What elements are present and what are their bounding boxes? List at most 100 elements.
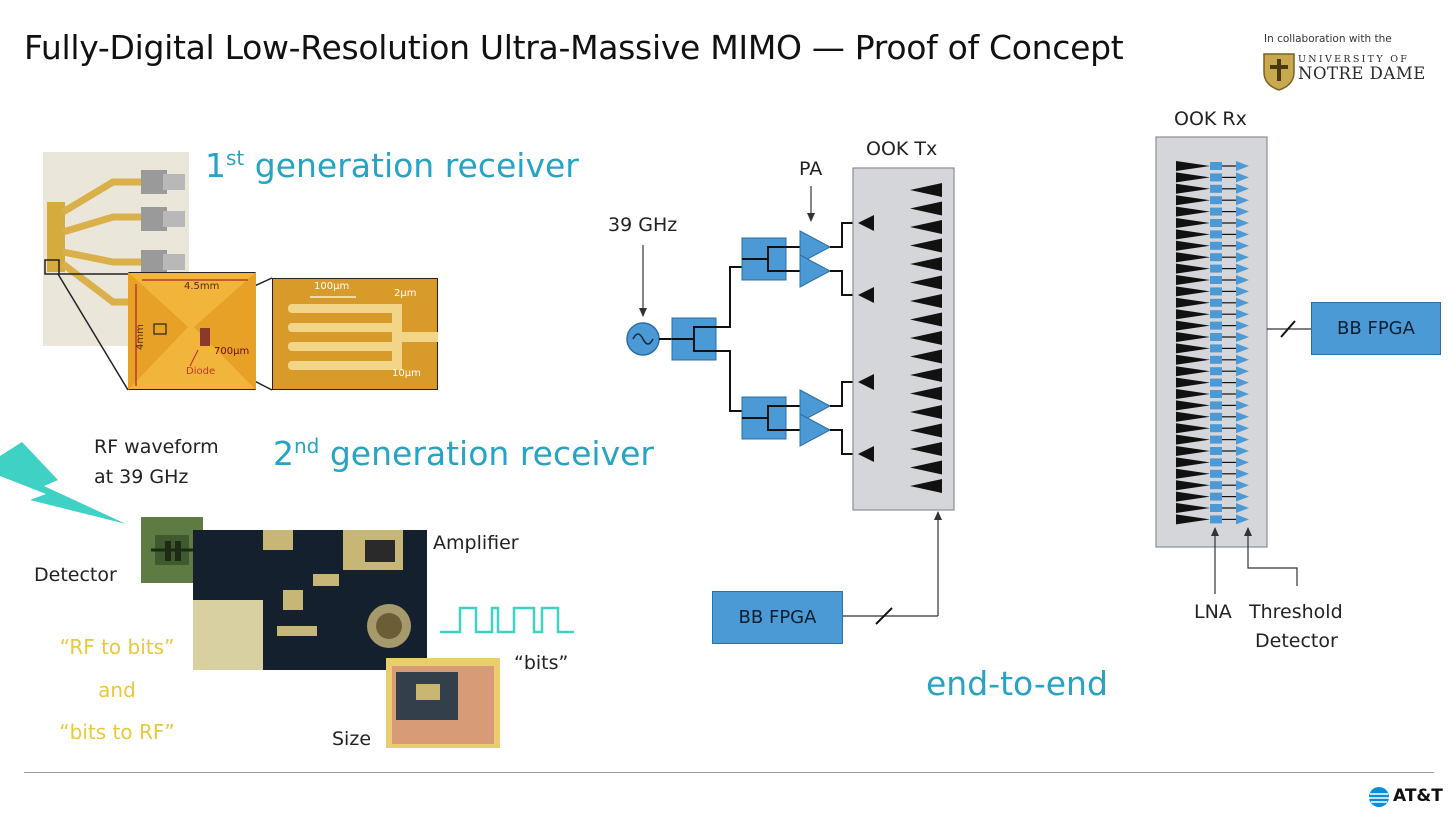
logo-name: NOTRE DAME [1298,64,1426,83]
diode-label: Diode [186,366,216,377]
rx-lna-block [1210,162,1222,170]
att-brand: AT&T [1393,786,1443,806]
rx-antenna-element [1176,183,1210,194]
tx-antenna-element [910,201,942,216]
ook-rx-panel [1155,136,1268,548]
size-label: Size [332,728,372,750]
rx-antenna-element [1176,423,1210,434]
tx-antenna-element [910,312,942,327]
pa-label: PA [799,158,823,180]
notre-dame-shield-icon [1263,53,1295,91]
bits-to-rf-label: “bits to RF” [59,720,175,744]
rx-threshold-element [1236,195,1249,206]
rx-antenna-element [1176,161,1210,171]
collab-text: In collaboration with the [1264,33,1392,45]
rx-lna-block [1210,424,1222,433]
rx-threshold-element [1236,252,1249,263]
rx-threshold-element [1236,491,1249,502]
dim-2: 2μm [394,288,417,299]
rx-antenna-element [1176,332,1210,342]
tx-antenna-element [910,331,942,345]
rx-lna-block [1210,458,1222,467]
rx-threshold-element [1236,423,1249,434]
rx-lna-block [1210,241,1222,250]
rx-antenna-element [1176,218,1210,228]
rx-antenna-element [1176,503,1210,513]
rx-threshold-element [1236,229,1249,240]
rf-to-bits-label: “RF to bits” [59,635,175,659]
rx-antenna-element [1176,457,1210,468]
rx-antenna-element [1176,252,1210,263]
pa-3-icon [799,389,832,423]
rx-lna-block [1210,264,1222,273]
rx-antenna-element [1176,229,1210,240]
detector-label: Detector [34,564,117,586]
rx-lna-block [1210,447,1222,455]
rx-threshold-element [1236,263,1249,274]
rx-lna-block [1210,219,1222,227]
rx-antenna-element [1176,354,1210,365]
gen1-chip-zoom [128,272,256,390]
rx-threshold-element [1236,377,1249,388]
lightning-bolt-icon [0,442,126,524]
rx-antenna-element [1176,468,1210,479]
rx-lna-block [1210,173,1222,182]
rx-antenna-element [1176,491,1210,502]
rx-lna-block [1210,435,1222,444]
rx-antenna-element [1176,411,1210,422]
rx-lna-block [1210,355,1222,364]
amplifier-label: Amplifier [433,532,519,554]
rx-threshold-element [1236,366,1249,377]
rx-antenna-element [1176,389,1210,399]
rx-antenna-element [1176,434,1210,445]
rx-antenna-element [1176,263,1210,274]
rx-antenna-element [1176,195,1210,206]
tx-antenna-element [910,368,942,382]
rx-antenna-element [1176,206,1210,217]
rx-antenna-element [1176,172,1210,183]
dim-diode: 700μm [214,346,250,357]
rx-lna-block [1210,333,1222,341]
rx-antenna-element [1176,240,1210,251]
bits-label: “bits” [514,652,569,674]
ook-rx-title: OOK Rx [1174,108,1247,130]
pa-4-icon [799,413,832,447]
tx-antenna-element [910,442,942,456]
rx-lna-block [1210,344,1222,353]
rx-threshold-element [1236,411,1249,422]
dim-100: 100μm [314,281,350,292]
rx-threshold-element [1236,286,1249,297]
pa-2-icon [799,254,832,288]
rx-threshold-element [1236,161,1249,171]
tx-antenna-element [910,275,942,290]
rx-lna-block [1210,412,1222,421]
att-globe-icon [1369,787,1389,807]
pa-1-icon [799,230,832,264]
rx-antenna-element [1176,309,1210,320]
tx-antenna-element [910,257,942,271]
rx-threshold-element [1236,240,1249,251]
tx-antenna-element [910,460,942,475]
size-photo [386,658,500,748]
rx-threshold-element [1236,275,1249,285]
rx-lna-block [1210,184,1222,193]
rx-lna-block [1210,367,1222,376]
tx-antenna-element [910,423,942,438]
rx-threshold-element [1236,206,1249,217]
tx-antenna-element [910,349,942,364]
rx-lna-block [1210,196,1222,205]
rx-lna-block [1210,390,1222,398]
rx-threshold-element [1236,354,1249,365]
rx-threshold-element [1236,320,1249,331]
rx-antenna-element [1176,286,1210,297]
page-title: Fully-Digital Low-Resolution Ultra-Massi… [24,28,1124,67]
dim-width: 4.5mm [184,281,220,292]
rx-lna-block [1210,515,1222,524]
rx-lna-block [1210,230,1222,239]
rx-threshold-element [1236,218,1249,228]
gen1-diode-zoom [272,278,438,390]
rx-threshold-element [1236,332,1249,342]
rx-lna-block [1210,310,1222,319]
rx-antenna-element [1176,320,1210,331]
